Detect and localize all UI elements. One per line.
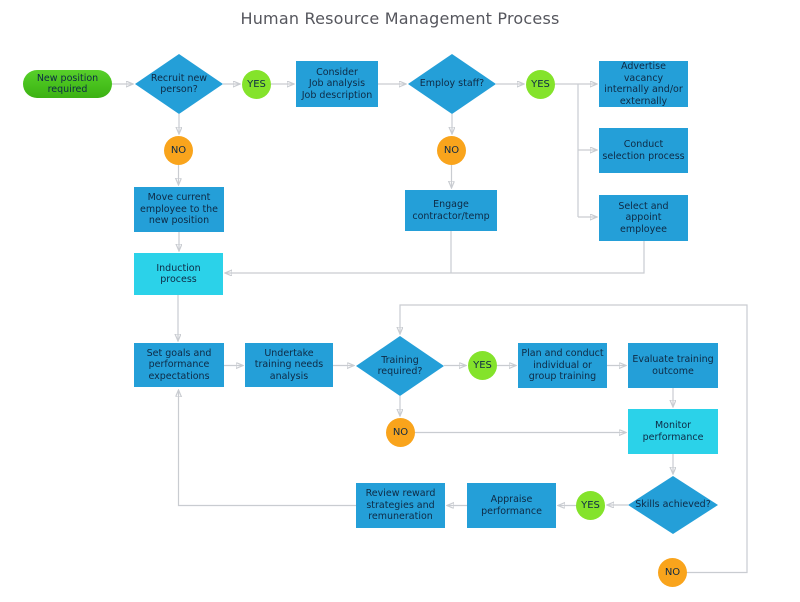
connector-label-no-recruit: NO (164, 136, 193, 165)
process-label: Conduct selection process (602, 139, 685, 162)
no-label: NO (170, 144, 187, 156)
process-label: Review reward strategies and remuneratio… (365, 488, 436, 523)
connector-label-yes-skills: YES (576, 491, 605, 520)
process-label: Set goals and performance expectations (146, 347, 212, 382)
process-label: Select and appoint employee (618, 200, 669, 235)
no-label: NO (392, 426, 409, 438)
decision-skills-achieved: Skills achieved? (628, 476, 718, 534)
process-label: Induction process (156, 262, 201, 286)
connector-label-no-training: NO (386, 418, 415, 447)
connector-label-no-skills: NO (658, 558, 687, 587)
connector-label-no-employ: NO (437, 136, 466, 165)
process-advertise-vacancy: Advertise vacancy internally and/or exte… (599, 61, 688, 107)
edge-review-setgoals (179, 390, 356, 507)
process-label: Monitor performance (642, 420, 704, 443)
terminator-new-position-required: New position required (23, 70, 112, 98)
decision-label: Skills achieved? (635, 499, 711, 511)
process-monitor-performance: Monitor performance (628, 409, 718, 454)
process-label: Move current employee to the new positio… (139, 192, 219, 227)
process-label: Advertise vacancy internally and/or exte… (604, 61, 683, 107)
decision-employ-staff: Employ staff? (408, 54, 496, 114)
yes-label: YES (531, 78, 550, 90)
process-review-reward: Review reward strategies and remuneratio… (356, 483, 445, 528)
process-label: Undertake training needs analysis (254, 347, 324, 382)
connector-label-yes-recruit: YES (242, 70, 271, 99)
connector-label-yes-employ: YES (526, 70, 555, 99)
terminator-label: New position required (36, 72, 99, 96)
process-engage-contractor: Engage contractor/temp (405, 190, 497, 231)
process-select-appoint-employee: Select and appoint employee (599, 195, 688, 241)
yes-label: YES (247, 78, 266, 90)
process-label: Evaluate training outcome (632, 354, 714, 377)
process-move-current-employee: Move current employee to the new positio… (134, 187, 224, 232)
process-label: Consider Job analysis Job description (301, 66, 373, 101)
decision-label: Employ staff? (419, 78, 485, 90)
process-plan-conduct-training: Plan and conduct individual or group tra… (518, 343, 607, 388)
process-label: Plan and conduct individual or group tra… (521, 348, 604, 383)
process-label: Engage contractor/temp (412, 199, 490, 222)
process-conduct-selection: Conduct selection process (599, 128, 688, 173)
process-appraise-performance: Appraise performance (467, 483, 556, 528)
no-label: NO (664, 566, 681, 578)
yes-label: YES (473, 359, 492, 371)
yes-label: YES (581, 499, 600, 511)
decision-training-required: Training required? (356, 336, 444, 396)
decision-recruit-new-person: Recruit new person? (135, 54, 223, 114)
diagram-title: Human Resource Management Process (240, 9, 560, 28)
decision-label: Recruit new person? (150, 72, 208, 96)
process-induction: Induction process (134, 253, 223, 295)
connector-label-yes-training: YES (468, 351, 497, 380)
no-label: NO (443, 144, 460, 156)
process-evaluate-training: Evaluate training outcome (628, 343, 718, 388)
decision-label: Training required? (377, 354, 423, 378)
edge-selectappoint-induction (225, 241, 645, 273)
process-label: Appraise performance (481, 494, 542, 517)
process-consider-job-analysis: Consider Job analysis Job description (296, 61, 378, 107)
process-set-goals: Set goals and performance expectations (134, 343, 224, 387)
process-undertake-training-needs: Undertake training needs analysis (245, 343, 333, 387)
